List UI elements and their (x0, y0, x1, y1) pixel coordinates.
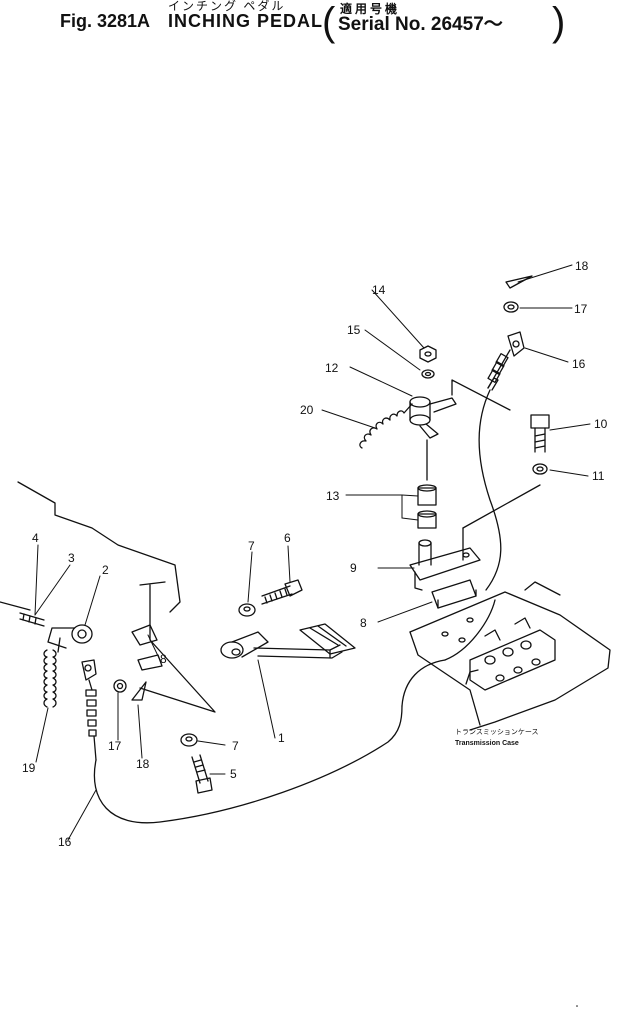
transmission-case (409, 581, 611, 731)
callout-15: 15 (347, 323, 361, 337)
bolt-5 (191, 754, 213, 794)
paren-open: ( (322, 0, 336, 44)
callout-6: 6 (284, 531, 291, 545)
bolt-6 (261, 579, 303, 605)
pin-18-upper (505, 275, 533, 289)
callout-8b: 8 (360, 616, 367, 630)
leader-lines (34, 264, 591, 841)
washer-17-upper (503, 301, 519, 313)
control-cable (93, 331, 525, 824)
frame-outline (0, 481, 216, 713)
title-english: INCHING PEDAL (168, 11, 324, 31)
speck (576, 1005, 578, 1007)
callout-14: 14 (372, 283, 386, 297)
callout-9: 9 (350, 561, 357, 575)
bolt-10 (530, 414, 550, 453)
washer-11 (532, 463, 548, 475)
callout-4: 4 (32, 531, 39, 545)
title-japanese: インチング ペダル (168, 0, 286, 13)
callout-20: 20 (300, 403, 314, 417)
bolt-3 (19, 612, 45, 627)
shaft-9 (409, 539, 481, 591)
callout-10: 10 (594, 417, 608, 431)
callout-labels: 1 2 3 4 5 6 7 7 8 8 9 10 11 12 13 14 15 … (22, 259, 608, 849)
callout-16a: 16 (572, 357, 586, 371)
callout-17b: 17 (108, 739, 122, 753)
spring-19 (43, 649, 57, 708)
collars-13 (417, 439, 437, 529)
callout-18b: 18 (136, 757, 150, 771)
callout-5: 5 (230, 767, 237, 781)
callout-7b: 7 (232, 739, 239, 753)
callout-16b: 16 (58, 835, 72, 849)
pedal-assembly (220, 623, 356, 659)
callout-7a: 7 (248, 539, 255, 553)
nut-7-upper (238, 603, 256, 617)
bracket-plates (131, 624, 163, 671)
washer-17-lower (113, 679, 127, 693)
washer-15 (421, 369, 435, 379)
callout-12: 12 (325, 361, 339, 375)
serial-japanese: 適用号機 (340, 2, 401, 16)
callout-17a: 17 (574, 302, 588, 316)
callout-13: 13 (326, 489, 340, 503)
pin-18-lower (131, 681, 147, 701)
transmission-case-label-jp: トランスミッションケース (455, 728, 539, 736)
plate-8 (431, 579, 477, 609)
serial-number: Serial No. 26457～ (338, 14, 503, 35)
callout-2: 2 (102, 563, 109, 577)
callout-11: 11 (592, 469, 605, 483)
nut-14 (419, 345, 437, 363)
paren-close: ) (552, 0, 566, 44)
callout-1: 1 (278, 731, 285, 745)
cable-16-lower-end (81, 659, 97, 761)
linkage-guides (451, 379, 541, 561)
nut-7-lower (180, 733, 198, 747)
callout-19: 19 (22, 761, 36, 775)
callout-18a: 18 (575, 259, 589, 273)
bracket-12 (409, 396, 457, 439)
transmission-case-label-en: Transmission Case (455, 740, 519, 747)
callout-8a: 8 (160, 652, 167, 666)
figure-number: Fig. 3281A (60, 11, 151, 31)
lever-2 (47, 624, 93, 653)
callout-3: 3 (68, 551, 75, 565)
spring-20 (359, 403, 413, 449)
